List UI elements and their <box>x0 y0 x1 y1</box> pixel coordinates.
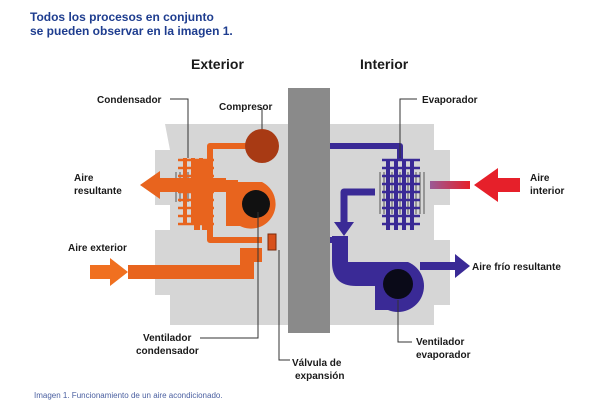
aire-exterior-arrow <box>90 248 262 286</box>
label-ventilador-evaporador-2: evaporador <box>416 350 471 361</box>
label-condensador: Condensador <box>97 95 162 106</box>
label-interior: Interior <box>360 56 409 72</box>
compressor <box>245 129 279 163</box>
aire-frio-arrow <box>448 254 470 278</box>
heading-line-2: se pueden observar en la imagen 1. <box>30 24 233 38</box>
condenser-fan <box>222 180 276 229</box>
label-aire-interior-1: Aire <box>530 173 550 184</box>
label-aire-frio: Aire frío resultante <box>472 262 561 273</box>
leader-lines <box>170 98 417 361</box>
label-aire-resultante-1: Aire <box>74 173 94 184</box>
evaporator-fan <box>375 262 448 312</box>
label-ventilador-condensador-2: condensador <box>136 346 199 357</box>
cold-return-arrow <box>340 188 375 224</box>
label-ventilador-condensador-1: Ventilador <box>143 333 191 344</box>
label-aire-resultante-2: resultante <box>74 186 122 197</box>
figure-caption: Imagen 1. Funcionamiento de un aire acon… <box>34 391 223 400</box>
expansion-valve <box>267 233 277 251</box>
label-aire-interior-2: interior <box>530 186 565 197</box>
cold-return-arrowhead <box>334 222 354 236</box>
aire-resultante-arrow <box>140 171 226 199</box>
label-exterior: Exterior <box>191 56 244 72</box>
label-aire-exterior: Aire exterior <box>68 243 127 254</box>
label-valvula-2: expansión <box>295 371 344 382</box>
heading-line-1: Todos los procesos en conjunto <box>30 10 214 24</box>
wall <box>288 88 330 333</box>
label-compresor: Compresor <box>219 102 272 113</box>
aire-frio-flow <box>332 236 375 286</box>
aire-interior-arrow <box>430 168 520 202</box>
label-evaporador: Evaporador <box>422 95 478 106</box>
label-valvula-1: Válvula de <box>292 358 342 369</box>
heading: Todos los procesos en conjunto se pueden… <box>30 10 233 38</box>
label-ventilador-evaporador-1: Ventilador <box>416 337 464 348</box>
